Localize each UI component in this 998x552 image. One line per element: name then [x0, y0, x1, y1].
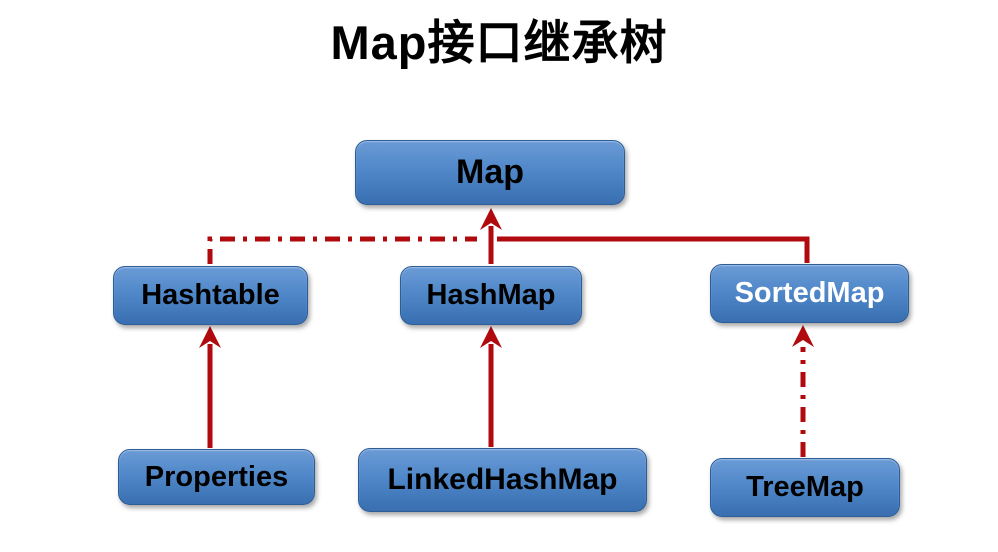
- arrowhead-up-sortedmap: [792, 325, 814, 347]
- node-treemap-label: TreeMap: [746, 471, 864, 503]
- node-sortedmap: SortedMap: [710, 264, 909, 323]
- edge-sortedmap-to-map: [497, 236, 810, 263]
- edge-hashtable-to-map: [207, 236, 477, 264]
- node-linkedhashmap: LinkedHashMap: [358, 448, 647, 512]
- node-hashtable-label: Hashtable: [141, 279, 280, 311]
- arrowhead-up-hashmap: [480, 326, 502, 348]
- node-hashtable: Hashtable: [113, 266, 308, 325]
- node-sortedmap-label: SortedMap: [734, 277, 885, 309]
- node-map-label: Map: [456, 153, 524, 191]
- diagram-title: Map接口继承树: [330, 16, 668, 69]
- node-hashmap: HashMap: [400, 266, 582, 325]
- arrowhead-up-map: [480, 208, 502, 230]
- node-hashmap-label: HashMap: [426, 279, 556, 311]
- node-properties-label: Properties: [144, 460, 289, 493]
- arrowhead-up-hashtable: [199, 326, 221, 348]
- node-linkedhashmap-label: LinkedHashMap: [387, 463, 618, 496]
- node-properties: Properties: [118, 449, 315, 505]
- node-map: Map: [355, 140, 625, 205]
- node-treemap: TreeMap: [710, 458, 900, 517]
